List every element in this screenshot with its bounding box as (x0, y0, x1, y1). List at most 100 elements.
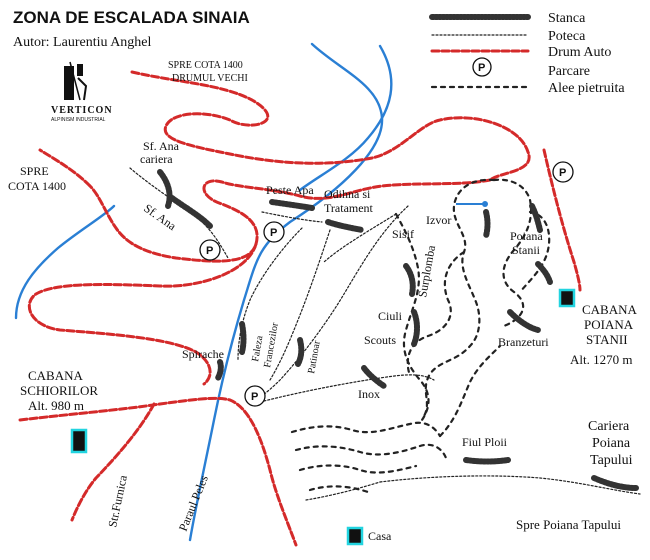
rock-sisif (403, 263, 416, 297)
hut-casa-icon (346, 526, 364, 546)
alee-to-branzeturi (438, 344, 502, 438)
alee-izvor-west (422, 178, 496, 418)
road-lower-serpentine (27, 148, 258, 386)
rock-poiana-stanii (529, 203, 543, 233)
label-odihna-line1: Odihna si (324, 187, 371, 201)
legend-label-alee: Alee pietruita (548, 81, 625, 96)
path-casa-link (305, 481, 381, 501)
parking-letter: P (251, 391, 258, 403)
path-spre-poiana-tapului (379, 475, 641, 495)
legend-label-drum-auto: Drum Auto (548, 45, 611, 60)
label-casa: Casa (368, 529, 392, 543)
logo-climber (77, 64, 83, 76)
path-faleza-west (237, 227, 303, 361)
legend-parking-icon (472, 57, 492, 77)
label-izvor: Izvor (426, 213, 451, 227)
label-peste-apa: Peste Apa (266, 183, 314, 197)
place-cabana-schiorilor-alt: Alt. 980 m (28, 398, 84, 413)
label-spirache: Spirache (182, 347, 224, 361)
rock-patinoar (295, 337, 305, 367)
rock-inox (361, 365, 387, 389)
label-inox: Inox (358, 387, 380, 401)
logo-subtitle: ALPINISM INDUSTRIAL (51, 117, 106, 123)
label-spre-cota-1400-left-line1: SPRE (20, 164, 49, 178)
label-faleza-francezilor-line2: Francezilor (262, 321, 281, 368)
alee-lower-3 (298, 464, 418, 474)
rock-fiul-ploii (463, 457, 511, 465)
place-cariera-poiana-tapului-line1: Cariera (588, 419, 630, 434)
legend-label-stanca: Stanca (548, 11, 586, 26)
alee-sisif-descent (394, 212, 430, 422)
map-author: Autor: Laurentiu Anghel (13, 35, 152, 50)
alee-izvor-loop (406, 250, 466, 378)
place-cabana-poiana-stanii-line1: CABANA (582, 302, 638, 317)
label-patinoar: Patinoar (306, 339, 323, 374)
parking-poiana-stanii: P (552, 161, 574, 183)
path-sisif-upper (323, 213, 397, 263)
label-spre-cota-1400-drumul-vechi-line2: DRUMUL VECHI (172, 73, 248, 84)
place-cariera-poiana-tapului-line3: Tapului (590, 453, 633, 468)
label-sisif: Sisif (392, 227, 414, 241)
river-tributary-right (298, 44, 393, 192)
rock-branzeturi (507, 309, 541, 333)
path-faleza-east (269, 229, 331, 381)
hut-cabana-poiana-stanii-icon (558, 288, 576, 308)
label-sf-ana: Sf. Ana (141, 201, 179, 234)
label-sf-ana-cariera-line1: Sf. Ana (143, 139, 180, 153)
alee-izvor-east (492, 178, 533, 328)
legend-label-poteca: Poteca (548, 29, 586, 44)
spring-icon (456, 201, 488, 207)
rock-izvor (483, 209, 491, 239)
label-str-furnica: Str.Furnica (105, 473, 130, 528)
label-sf-ana-cariera-line2: cariera (140, 152, 173, 166)
label-ciuli: Ciuli (378, 309, 403, 323)
path-lower-traverse (259, 374, 435, 403)
rock-cariera-poiana-tapului (591, 475, 639, 491)
label-scouts: Scouts (364, 333, 396, 347)
path-peste-apa (261, 211, 323, 223)
road-middle-serpentine (88, 178, 492, 263)
road-upper-serpentine (130, 70, 531, 182)
label-odihna-line2: Tratament (324, 201, 374, 215)
place-cabana-poiana-stanii-alt: Alt. 1270 m (570, 352, 632, 367)
place-cabana-poiana-stanii-line3: STANII (586, 332, 628, 347)
parking-letter: P (270, 227, 277, 239)
place-cabana-poiana-stanii-line2: POIANA (584, 317, 634, 332)
label-spre-poiana-tapului: Spre Poiana Tapului (516, 517, 621, 532)
alee-poiana-stanii (518, 210, 551, 294)
rock-odihna-si-tratament (325, 219, 365, 233)
rock-sf-ana-cariera (157, 169, 173, 209)
river-paraul-peles (188, 42, 384, 542)
parking-peste-apa: P (263, 221, 285, 243)
road-to-cabana-schiorilor (18, 396, 298, 547)
parking-letter: P (206, 245, 213, 257)
map-title: ZONA DE ESCALADA SINAIA (13, 8, 250, 27)
label-faleza-francezilor-line1: Faleza (250, 334, 265, 362)
rock-sf-ana (169, 195, 213, 229)
rock-poiana-stanii-lower (535, 261, 553, 285)
logo-name: VERTICON (51, 105, 113, 116)
road-to-cabana-poiana-stanii (542, 148, 582, 292)
label-poiana-stanii-line2: Stanii (512, 243, 541, 257)
legend-parking-letter: P (478, 62, 485, 74)
place-cabana-schiorilor-line1: CABANA (28, 368, 84, 383)
logo-climber-legs (77, 77, 88, 101)
alee-lower-2 (294, 443, 448, 460)
place-cariera-poiana-tapului-line2: Poiana (592, 436, 631, 451)
place-cabana-schiorilor-line2: SCHIORILOR (20, 383, 98, 398)
label-fiul-ploii: Fiul Ploii (462, 435, 508, 449)
rock-peste-apa (269, 199, 315, 211)
alee-lower-4 (308, 485, 370, 494)
label-poiana-stanii-line1: Poiana (510, 229, 543, 243)
legend-label-parcare: Parcare (548, 64, 590, 79)
alee-lower-1 (290, 421, 442, 438)
road-str-furnica (70, 402, 156, 522)
label-surplomba: Surplomba (415, 244, 438, 299)
path-sisif-main (249, 205, 409, 405)
parking-sf-ana: P (199, 239, 221, 261)
rock-spirache (215, 359, 224, 381)
rock-ciuli (411, 309, 420, 347)
hut-cabana-schiorilor-icon (70, 428, 88, 454)
